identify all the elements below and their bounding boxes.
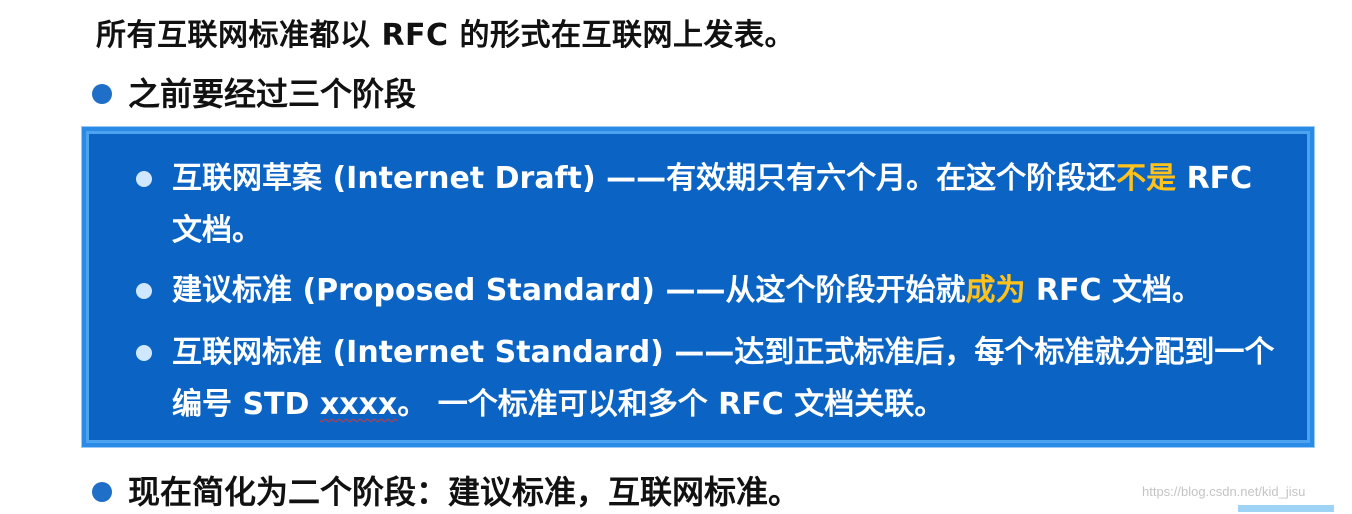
spellcheck-underlined-text: xxxx [319, 387, 398, 422]
bullet-dot-icon [92, 84, 112, 104]
outer-bullet-item: 之前要经过三个阶段 [92, 72, 416, 116]
stage-item-internet-draft: 互联网草案 (Internet Draft) ——有效期只有六个月。在这个阶段还… [136, 153, 1286, 257]
stage-text-part: 建议标准 (Proposed Standard) ——从这个阶段开始就 [172, 273, 966, 308]
stage-text-part: RFC 文档。 [172, 161, 1253, 248]
stage-text-part: 。 一个标准可以和多个 RFC 文档关联。 [397, 387, 945, 422]
stage-text: 建议标准 (Proposed Standard) ——从这个阶段开始就成为 RF… [172, 265, 1202, 317]
stage-text-part: 互联网草案 (Internet Draft) ——有效期只有六个月。在这个阶段还 [172, 161, 1117, 196]
stage-item-internet-standard: 互联网标准 (Internet Standard) ——达到正式标准后，每个标准… [136, 327, 1286, 431]
stage-text: 互联网标准 (Internet Standard) ——达到正式标准后，每个标准… [172, 327, 1286, 431]
highlight-text: 成为 [965, 273, 1026, 308]
outer-bullet-item: 现在简化为二个阶段：建议标准，互联网标准。 [92, 470, 800, 514]
stage-text: 互联网草案 (Internet Draft) ——有效期只有六个月。在这个阶段还… [172, 153, 1286, 257]
stage-item-proposed-standard: 建议标准 (Proposed Standard) ——从这个阶段开始就成为 RF… [136, 265, 1286, 317]
watermark: https://blog.csdn.net/kid_jisu [1142, 484, 1306, 499]
stage-text-part: RFC 文档。 [1025, 273, 1202, 308]
corner-accent-bar [1238, 505, 1334, 512]
bullet-dot-icon [136, 283, 152, 299]
bullet-dot-icon [92, 482, 112, 502]
bullet-dot-icon [136, 171, 152, 187]
intro-text: 所有互联网标准都以 RFC 的形式在互联网上发表。 [96, 18, 795, 53]
stage-text-part: 互联网标准 (Internet Standard) ——达到正式标准后，每个标准… [172, 335, 1275, 422]
highlight-text: 不是 [1116, 161, 1177, 196]
outer-bullet-label: 之前要经过三个阶段 [128, 75, 417, 113]
outer-bullet-label: 现在简化为二个阶段：建议标准，互联网标准。 [128, 473, 801, 511]
stages-box: 互联网草案 (Internet Draft) ——有效期只有六个月。在这个阶段还… [82, 127, 1314, 447]
bullet-dot-icon [136, 345, 152, 361]
